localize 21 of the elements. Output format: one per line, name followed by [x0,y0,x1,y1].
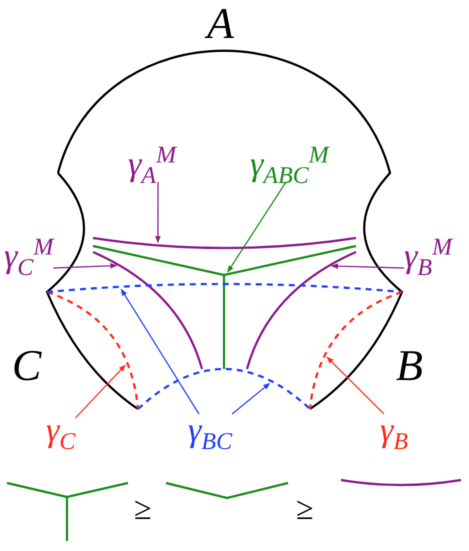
inequality-sign: ≥ [134,492,152,524]
leader-line [326,356,384,414]
curve-label: γ$_{C}$ [46,414,76,448]
dashed-curve [46,290,140,410]
leader-line [331,263,404,269]
geodesic-curve [92,236,356,250]
leader-line [53,263,118,269]
curve-label: γ$_{BC}$ [188,414,232,448]
inequality-sign: ≥ [296,492,314,524]
leader-line [74,364,126,418]
geodesic-curve [92,244,358,370]
region-label: B [396,344,423,388]
region-label: A [207,2,234,46]
leader-line [155,182,161,244]
dashed-curve [137,368,311,410]
leader-line [232,382,270,414]
curve-label: γ$_{B}$ [380,414,408,448]
region-label: C [12,344,42,388]
dashed-curve [46,282,402,294]
leader-line [120,288,200,414]
leader-line [227,182,286,273]
